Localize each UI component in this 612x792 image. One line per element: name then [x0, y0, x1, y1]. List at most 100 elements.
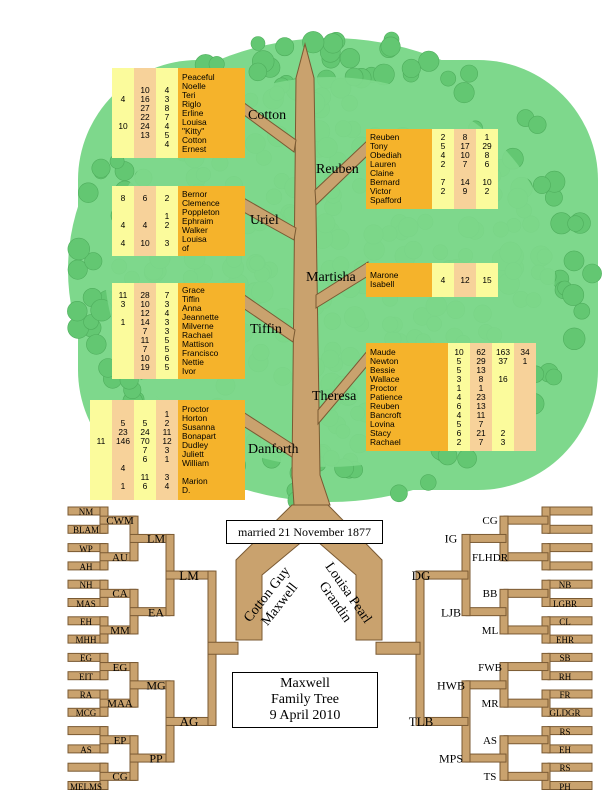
branch-label-uriel: Uriel	[250, 213, 279, 228]
descendant-name: Louisa	[182, 116, 207, 127]
pedigree-label-g3: FWB	[478, 661, 502, 674]
count-value: 27	[140, 103, 150, 113]
pedigree-label-g1: LM	[179, 568, 199, 584]
foliage-shape	[573, 302, 591, 320]
descendant-name: Claine	[370, 168, 394, 178]
count-value: 10	[118, 121, 128, 131]
count-value: 6	[142, 193, 148, 203]
count-column: 4	[432, 263, 454, 297]
count-value: 5	[164, 334, 170, 345]
count-value: 11	[118, 289, 128, 300]
pedigree-label-g3: CG	[482, 515, 498, 528]
count-value: 146	[116, 435, 130, 446]
pedigree-label-g3: EG	[112, 661, 128, 674]
pedigree-label-g2: PP	[149, 751, 163, 766]
pedigree-label-g2: MPS	[438, 751, 464, 766]
descendant-name: Rachael	[370, 436, 401, 447]
count-value: 5	[456, 418, 462, 429]
count-value: 3	[164, 325, 170, 336]
count-value: 4	[456, 391, 462, 402]
foliage-shape	[91, 158, 111, 178]
count-value: 37	[498, 355, 508, 366]
count-value: 1	[478, 382, 484, 393]
descendant-name: Francisco	[182, 348, 219, 358]
descendant-name: Peaceful	[182, 71, 215, 82]
count-value: 7	[478, 418, 484, 429]
pedigree-bar	[503, 662, 549, 672]
count-column: 12	[454, 263, 476, 297]
count-value: 10	[460, 150, 470, 160]
count-value: 7	[440, 177, 446, 187]
descendant-name: Stacy	[370, 427, 391, 438]
count-value: 19	[140, 361, 150, 372]
count-value: 12	[162, 435, 172, 446]
descendant-name: Clemence	[182, 197, 220, 208]
title-subtitle: Family Tree	[270, 692, 340, 707]
pedigree-label-g4: EIT	[79, 671, 93, 682]
pedigree-label-g4: BLAM	[72, 525, 100, 536]
count-value: 5	[456, 355, 462, 366]
foliage-shape	[453, 82, 475, 104]
marriage-date-box: married 21 November 1877	[226, 520, 383, 544]
foliage-shape	[67, 237, 91, 261]
count-value: 4	[120, 462, 126, 473]
pedigree-label-g3: MM	[110, 624, 130, 637]
foliage-shape	[528, 115, 547, 134]
count-value: 2	[440, 132, 446, 142]
branch-label-martisha: Martisha	[306, 270, 356, 285]
descendant-name: Noelle	[182, 80, 206, 91]
pedigree-label-g2: IG	[444, 531, 458, 546]
descendant-name: "Kitty"	[182, 125, 205, 136]
count-value: 8	[484, 150, 490, 160]
count-value	[432, 196, 454, 205]
pedigree-label-g4: MELMS	[69, 781, 103, 792]
descendant-name: Ernest	[182, 143, 207, 154]
descendant-name: Louisa	[182, 233, 207, 244]
descendant-name: Victor	[370, 186, 392, 196]
descendant-name: Dudley	[182, 440, 209, 450]
count-value: 3	[500, 436, 506, 447]
pedigree-label-g4: NB	[558, 580, 572, 591]
count-value: 9	[462, 186, 468, 196]
title-surname: Maxwell	[280, 676, 330, 691]
count-value: 1	[456, 382, 462, 393]
count-column: 15	[476, 263, 498, 297]
descendant-name: Bonapart	[182, 431, 216, 441]
count-value: 23	[476, 391, 486, 402]
count-value: 3	[456, 373, 462, 384]
trunk-shape	[291, 42, 331, 506]
descendant-name: Wallace	[370, 373, 400, 384]
descendant-name: Horton	[182, 413, 208, 423]
descendant-name: Reuben	[370, 400, 400, 411]
pedigree-label-g4: RH	[558, 671, 572, 682]
count-value: 7	[142, 343, 148, 354]
count-value: 10	[140, 352, 150, 363]
foliage-shape	[78, 182, 99, 203]
pedigree-label-g4: RS	[559, 763, 571, 774]
count-value: 4	[440, 274, 446, 285]
count-value: 12	[460, 274, 470, 285]
count-value: 16	[140, 94, 150, 104]
pedigree-label-g3: AU	[112, 551, 128, 564]
descendant-name: Lovina	[370, 418, 395, 429]
descendant-name: Tony	[370, 141, 388, 151]
pedigree-label-g4: MHH	[75, 635, 97, 646]
count-value: 29	[482, 141, 492, 151]
descendant-name: Jeannette	[182, 312, 219, 322]
count-value: 22	[140, 112, 150, 122]
pedigree-bar	[547, 506, 593, 516]
descendant-name: Newton	[370, 355, 399, 366]
count-value: 2	[484, 186, 490, 196]
count-value: 21	[476, 427, 486, 438]
descendant-name: Patience	[370, 391, 403, 402]
count-value: 8	[164, 103, 170, 113]
count-value: 5	[164, 361, 170, 372]
pedigree-label-g2: LM	[147, 531, 165, 546]
